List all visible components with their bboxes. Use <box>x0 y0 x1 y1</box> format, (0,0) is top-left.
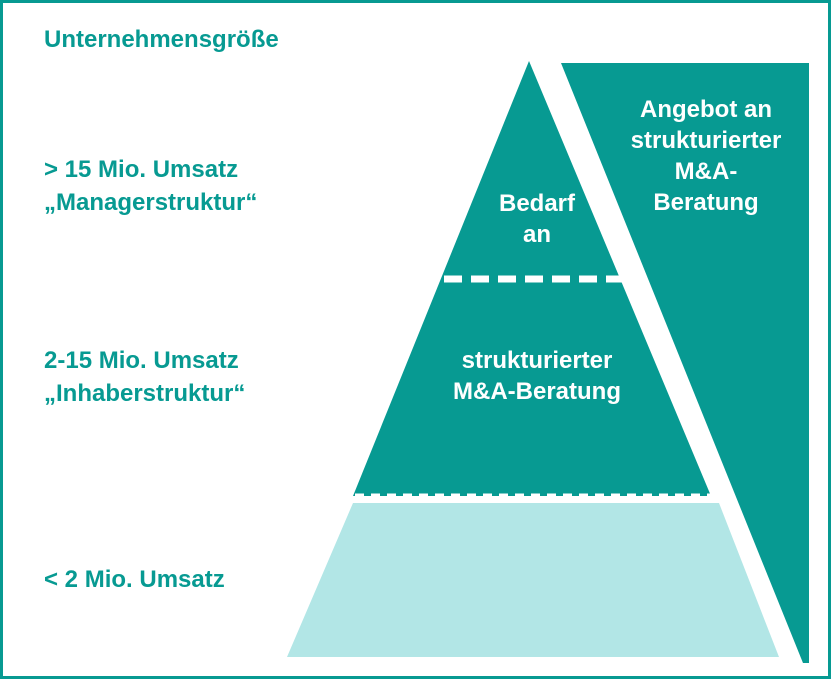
tier-large-revenue: > 15 Mio. Umsatz <box>44 156 239 183</box>
tier-label-large: > 15 Mio. Umsatz „Managerstruktur“ <box>44 153 257 219</box>
pyramid-base-band <box>287 503 779 657</box>
demand-label-top: Bedarf an <box>477 188 597 250</box>
pyramid-diagram <box>287 61 809 663</box>
demand-word-4: M&A-Beratung <box>453 378 621 405</box>
demand-word-2: an <box>522 221 551 248</box>
supply-word-2: strukturierter <box>630 127 782 154</box>
supply-band <box>561 63 809 663</box>
demand-word-1: Bedarf <box>498 190 576 217</box>
supply-word-3: M&A- <box>674 158 738 185</box>
demand-label-bottom: strukturierter M&A-Beratung <box>403 345 671 407</box>
supply-word-1: Angebot an <box>640 96 772 123</box>
tier-medium-revenue: 2-15 Mio. Umsatz <box>44 347 239 374</box>
demand-word-3: strukturierter <box>461 347 613 374</box>
tier-label-medium: 2-15 Mio. Umsatz „Inhaberstruktur“ <box>44 344 245 410</box>
tier-large-structure: „Managerstruktur“ <box>44 189 258 216</box>
supply-word-4: Beratung <box>653 189 759 216</box>
supply-label: Angebot an strukturierter M&A- Beratung <box>601 94 811 218</box>
diagram-title: Unternehmensgröße <box>44 26 279 53</box>
tier-small-revenue: < 2 Mio. Umsatz <box>44 566 225 593</box>
tier-medium-structure: „Inhaberstruktur“ <box>44 380 246 407</box>
tier-label-small: < 2 Mio. Umsatz <box>44 563 225 596</box>
